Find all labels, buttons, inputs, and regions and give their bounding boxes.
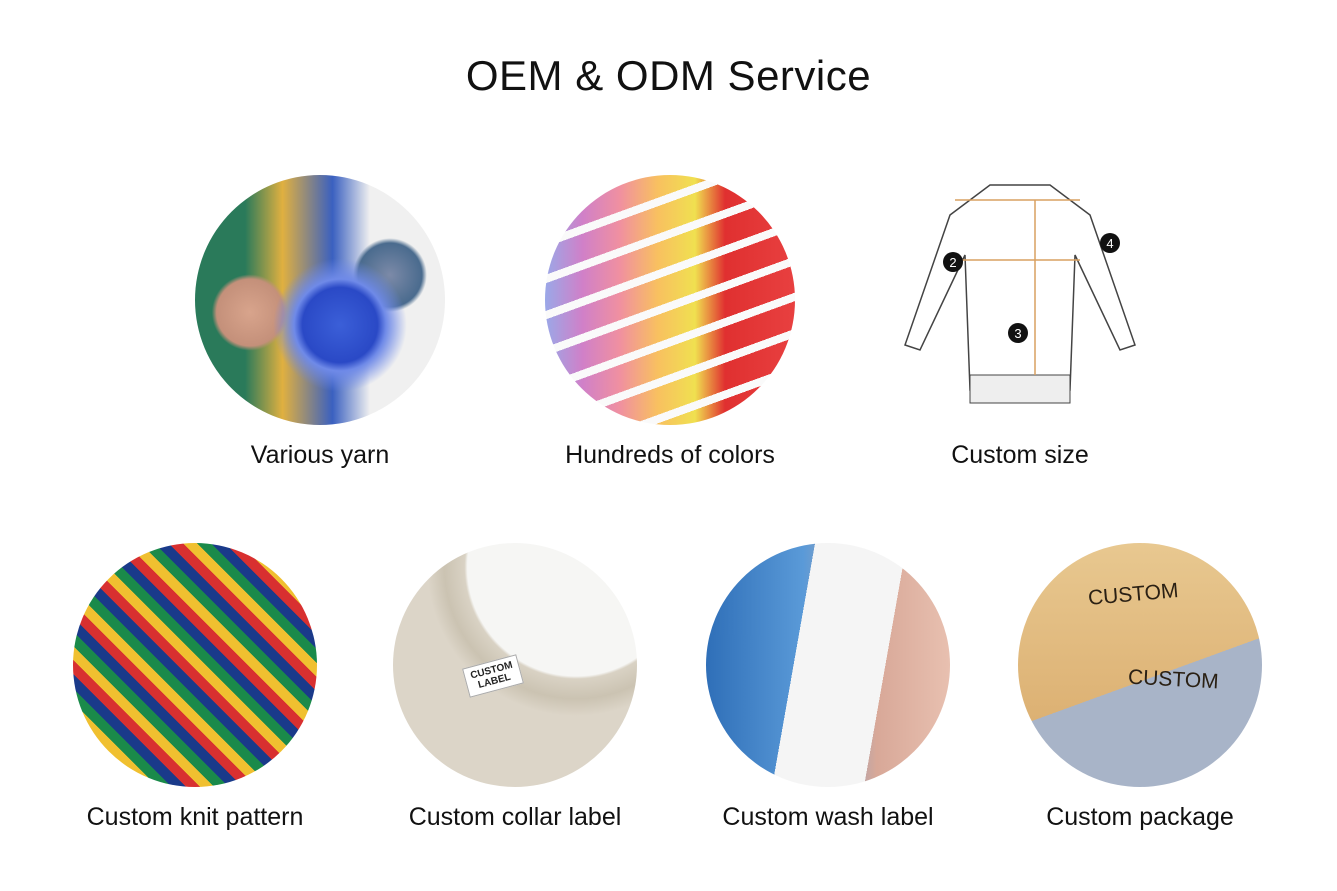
feature-collar-label: CUSTOM LABEL Custom collar label — [393, 543, 637, 831]
feature-custom-package: CUSTOM CUSTOM Custom package — [1018, 543, 1262, 831]
color-swatch-image — [545, 175, 795, 425]
size-marker: 3 — [1014, 326, 1021, 341]
bag-stamp: CUSTOM — [1127, 665, 1220, 694]
feature-label: Hundreds of colors — [565, 441, 775, 469]
feature-label: Custom collar label — [408, 803, 622, 831]
feature-label: Custom package — [1046, 803, 1234, 831]
package-image: CUSTOM CUSTOM — [1018, 543, 1262, 787]
feature-label: Custom wash label — [722, 803, 934, 831]
collar-label-image: CUSTOM LABEL — [393, 543, 637, 787]
yarn-image — [195, 175, 445, 425]
feature-wash-label: Custom wash label — [706, 543, 950, 831]
feature-custom-size: 2 3 4 Custom size — [895, 175, 1145, 469]
feature-label: Custom size — [951, 441, 1089, 469]
sweater-size-diagram: 2 3 4 — [895, 175, 1145, 425]
knit-pattern-image — [73, 543, 317, 787]
feature-various-yarn: Various yarn — [195, 175, 445, 469]
feature-label: Various yarn — [250, 441, 390, 469]
wash-label-image — [706, 543, 950, 787]
size-marker: 4 — [1106, 236, 1113, 251]
size-marker: 2 — [949, 255, 956, 270]
feature-knit-pattern: Custom knit pattern — [73, 543, 317, 831]
feature-label: Custom knit pattern — [86, 803, 304, 831]
feature-colors: Hundreds of colors — [545, 175, 795, 469]
box-stamp: CUSTOM — [1087, 579, 1180, 610]
page-title: OEM & ODM Service — [465, 52, 872, 99]
collar-tag: CUSTOM LABEL — [462, 654, 524, 698]
